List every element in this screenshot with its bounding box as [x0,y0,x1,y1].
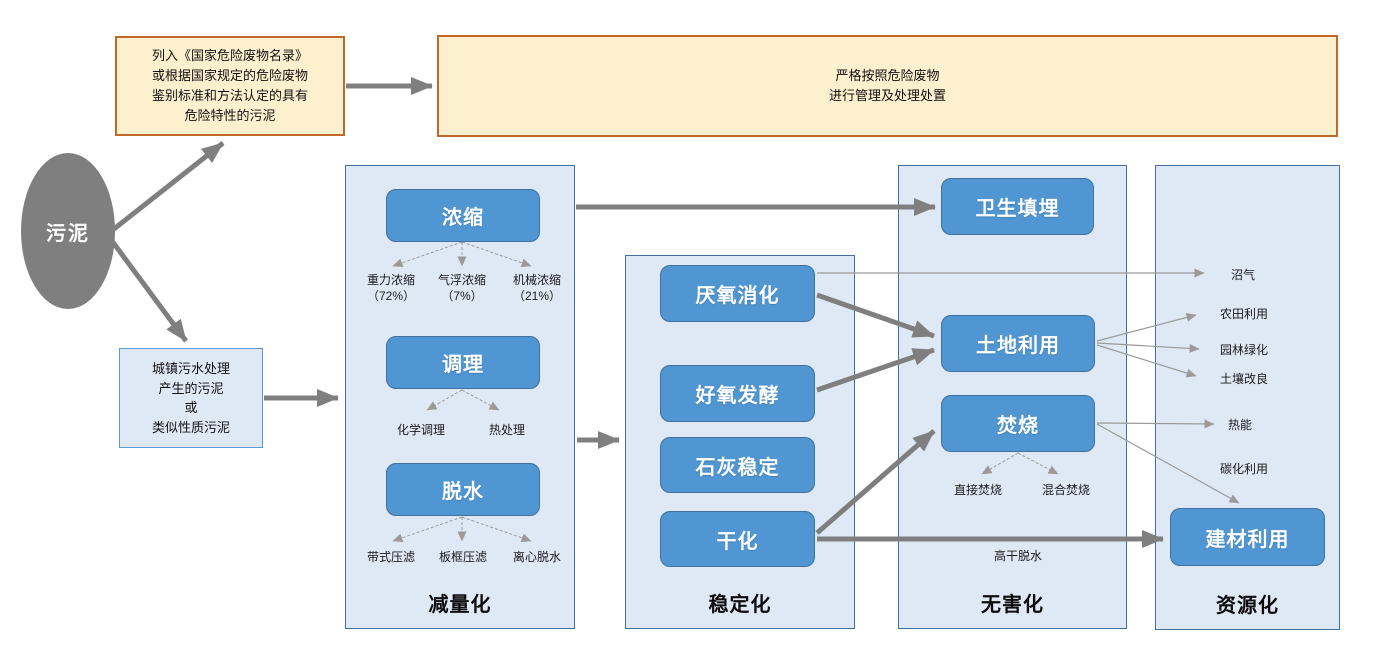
arrow-landuse-to-landscaping [1096,342,1200,353]
sub-mixed-incineration: 混合焚烧 [1041,483,1090,497]
arrow-source-to-municipal [109,239,189,343]
arrow-conditioning-to-chemical [426,389,463,411]
sub-direct-incineration: 直接焚烧 [953,483,1002,497]
process-conditioning: 调理 [386,336,540,389]
source-sludge-label: 污泥 [46,222,90,245]
label-soil-improvement: 土壤改良 [1219,372,1268,386]
process-building-materials-label: 建材利用 [1205,528,1290,551]
arrow-anaerobic-to-landuse [816,292,935,339]
arrow-incineration-to-direct [981,452,1019,475]
label-carbonization-use: 碳化利用 [1219,462,1268,476]
sub-gravity-concentration: 重力浓缩 （72%） [366,273,416,304]
process-drying-label: 干化 [716,530,759,553]
sub-plate-frame-press: 板框压滤 [438,550,487,564]
arrow-aerobic-to-landuse [816,347,935,393]
process-aerobic-fermentation: 好氧发酵 [660,365,815,422]
hazardous-sludge-box: 列入《国家危险废物名录》 或根据国家规定的危险废物 鉴别标准和方法认定的具有 危… [115,36,345,136]
arrow-incineration-to-building-materials [1096,423,1240,504]
arrow-incineration-to-mixed [1017,452,1059,475]
label-thermal-energy: 热能 [1227,418,1252,432]
process-dewatering: 脱水 [386,463,540,516]
process-incineration-label: 焚烧 [997,415,1039,437]
process-anaerobic-digestion-label: 厌氧消化 [695,285,780,307]
arrow-landuse-to-soil [1096,344,1197,378]
process-sanitary-landfill-label: 卫生填埋 [975,198,1060,220]
process-concentration-label: 浓缩 [442,207,484,229]
sub-belt-press: 带式压滤 [366,550,415,564]
sub-centrifugal-dewatering: 离心脱水 [512,550,561,564]
source-sludge-node: 污泥 [21,153,115,309]
process-lime-stabilization-label: 石灰稳定 [695,456,780,479]
arrow-dewatering-to-belt [392,516,463,543]
sub-chemical-conditioning: 化学调理 [396,423,445,437]
process-drying: 干化 [660,511,815,567]
process-conditioning-label: 调理 [442,354,484,376]
arrow-dewatering-to-centrifugal [461,516,532,543]
sub-flotation-concentration: 气浮浓缩 （7%） [437,273,486,304]
process-dewatering-label: 脱水 [442,481,484,503]
process-land-use-label: 土地利用 [976,335,1060,357]
arrow-conditioning-to-thermal-treatment [461,389,500,411]
label-landscaping: 园林绿化 [1219,343,1268,357]
label-high-dry-dewatering: 高干脱水 [993,549,1042,563]
process-incineration: 焚烧 [941,395,1095,452]
arrow-incineration-to-thermal [1096,419,1215,429]
panel-harmless-label: 无害化 [981,594,1044,616]
hazardous-management-box: 严格按照危险废物 进行管理及处理处置 [437,35,1338,137]
arrow-source-to-hazardous [112,141,225,231]
panel-reduction-label: 减量化 [428,594,492,616]
process-land-use: 土地利用 [941,315,1095,372]
panel-resource-label: 资源化 [1216,595,1279,617]
panel-stabilization-label: 稳定化 [708,594,772,616]
label-biogas: 沼气 [1230,268,1255,282]
sub-thermal-treatment: 热处理 [488,423,525,437]
label-farmland-use: 农田利用 [1219,307,1268,321]
arrow-landuse-to-farmland [1096,313,1197,342]
arrow-concentration-to-mechanical [461,241,532,268]
process-concentration: 浓缩 [386,189,540,242]
process-aerobic-fermentation-label: 好氧发酵 [695,385,780,407]
process-anaerobic-digestion: 厌氧消化 [660,265,815,322]
sub-mechanical-concentration: 机械浓缩 （21%） [512,273,562,304]
arrow-concentration-to-gravity [392,241,463,268]
process-sanitary-landfill: 卫生填埋 [941,178,1094,235]
process-lime-stabilization: 石灰稳定 [660,437,815,493]
municipal-sludge-box: 城镇污水处理 产生的污泥 或 类似性质污泥 [119,348,263,448]
arrow-drying-to-incineration [815,429,936,535]
process-building-materials: 建材利用 [1170,508,1325,566]
